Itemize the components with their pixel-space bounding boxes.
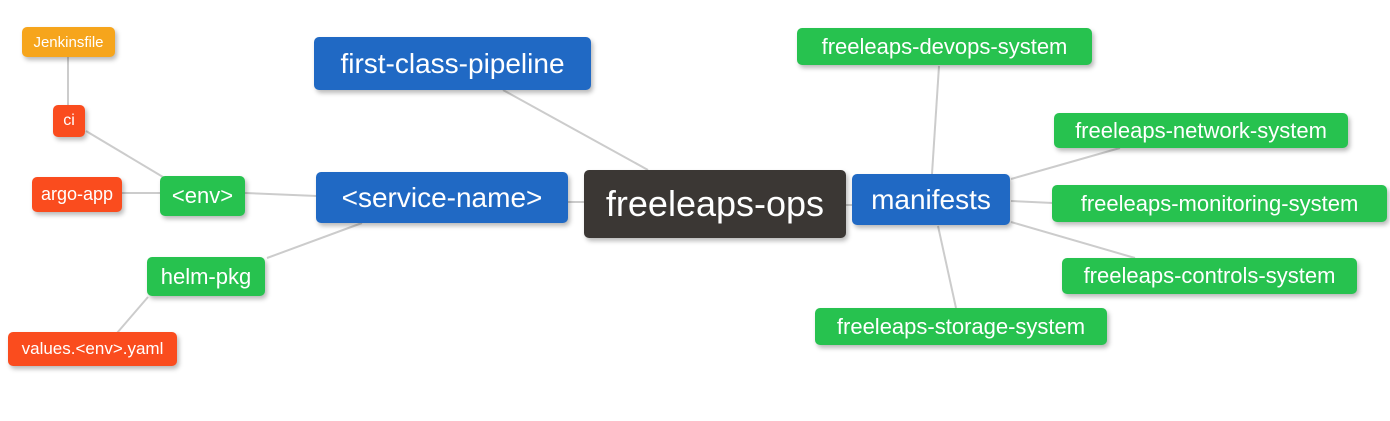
edge-helm-pkg-service-name: [266, 222, 363, 259]
edge-ci-env: [85, 130, 164, 178]
edge-pipeline-ops: [502, 89, 649, 171]
node-freeleaps-controls-system[interactable]: freeleaps-controls-system: [1062, 258, 1357, 294]
edge-env-service-name: [244, 192, 318, 197]
node-freeleaps-devops-system[interactable]: freeleaps-devops-system: [797, 28, 1092, 65]
edge-manifests-storage: [937, 225, 957, 309]
node-ci[interactable]: ci: [53, 105, 85, 137]
node-first-class-pipeline[interactable]: first-class-pipeline: [314, 37, 591, 90]
edge-values-helm-pkg: [116, 296, 149, 334]
node-env[interactable]: <env>: [160, 176, 245, 216]
edge-manifests-controls: [1010, 221, 1136, 259]
node-helm-pkg[interactable]: helm-pkg: [147, 257, 265, 296]
node-freeleaps-monitoring-system[interactable]: freeleaps-monitoring-system: [1052, 185, 1387, 222]
node-freeleaps-network-system[interactable]: freeleaps-network-system: [1054, 113, 1348, 148]
node-freeleaps-ops[interactable]: freeleaps-ops: [584, 170, 846, 238]
node-values-env-yaml[interactable]: values.<env>.yaml: [8, 332, 177, 366]
node-argo-app[interactable]: argo-app: [32, 177, 122, 212]
node-freeleaps-storage-system[interactable]: freeleaps-storage-system: [815, 308, 1107, 345]
edge-manifests-network: [1010, 147, 1121, 180]
node-manifests[interactable]: manifests: [852, 174, 1010, 225]
node-service-name[interactable]: <service-name>: [316, 172, 568, 223]
node-jenkinsfile[interactable]: Jenkinsfile: [22, 27, 115, 57]
edge-manifests-monitoring: [1010, 200, 1054, 204]
edge-manifests-devops: [931, 65, 940, 175]
